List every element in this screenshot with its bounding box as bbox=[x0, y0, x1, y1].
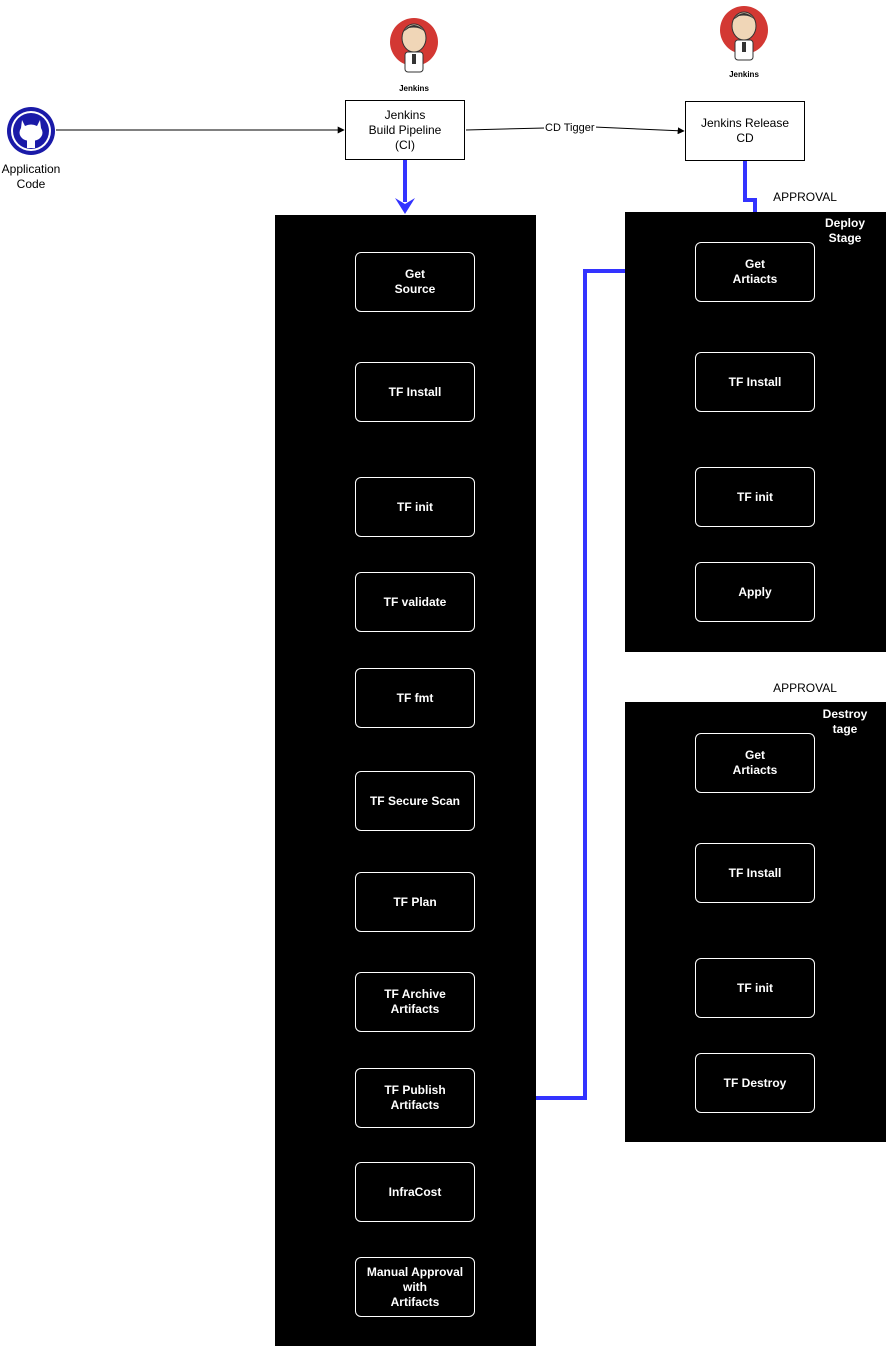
deploy-step-3[interactable]: TF init bbox=[695, 467, 815, 527]
ci-step-6[interactable]: TF Secure Scan bbox=[355, 771, 475, 831]
ci-entry-arrow bbox=[395, 160, 415, 214]
application-code-label: Application Code bbox=[1, 162, 61, 191]
destroy-step-1[interactable]: Get Artiacts bbox=[695, 733, 815, 793]
jenkins-logo-icon bbox=[389, 16, 439, 78]
jenkins-build-pipeline-box[interactable]: Jenkins Build Pipeline (CI) bbox=[345, 100, 465, 160]
deploy-approval-label: APPROVAL bbox=[773, 190, 837, 204]
deploy-step-2[interactable]: TF Install bbox=[695, 352, 815, 412]
ci-step-11[interactable]: Manual Approval with Artifacts bbox=[355, 1257, 475, 1317]
ci-step-4[interactable]: TF validate bbox=[355, 572, 475, 632]
deploy-step-1[interactable]: Get Artiacts bbox=[695, 242, 815, 302]
jenkins-logo-icon bbox=[719, 4, 769, 66]
github-octocat-icon bbox=[6, 106, 56, 156]
destroy-step-4[interactable]: TF Destroy bbox=[695, 1053, 815, 1113]
ci-step-5[interactable]: TF fmt bbox=[355, 668, 475, 728]
jenkins-release-cd-box[interactable]: Jenkins Release CD bbox=[685, 101, 805, 161]
destroy-step-3[interactable]: TF init bbox=[695, 958, 815, 1018]
ci-step-1[interactable]: Get Source bbox=[355, 252, 475, 312]
ci-step-9[interactable]: TF Publish Artifacts bbox=[355, 1068, 475, 1128]
destroy-step-2[interactable]: TF Install bbox=[695, 843, 815, 903]
deploy-stage-label: Deploy Stage bbox=[824, 216, 865, 245]
ci-step-8[interactable]: TF Archive Artifacts bbox=[355, 972, 475, 1032]
deploy-step-4[interactable]: Apply bbox=[695, 562, 815, 622]
jenkins-ci-logo-label: Jenkins bbox=[399, 84, 429, 93]
ci-step-3[interactable]: TF init bbox=[355, 477, 475, 537]
ci-to-cd-connector bbox=[465, 127, 684, 131]
ci-step-2[interactable]: TF Install bbox=[355, 362, 475, 422]
cd-trigger-label: CD Tigger bbox=[544, 122, 596, 135]
destroy-approval-label: APPROVAL bbox=[773, 681, 837, 695]
ci-step-7[interactable]: TF Plan bbox=[355, 872, 475, 932]
ci-step-10[interactable]: InfraCost bbox=[355, 1162, 475, 1222]
jenkins-cd-logo-label: Jenkins bbox=[729, 70, 759, 79]
destroy-stage-label: Destroy tage bbox=[822, 707, 868, 736]
